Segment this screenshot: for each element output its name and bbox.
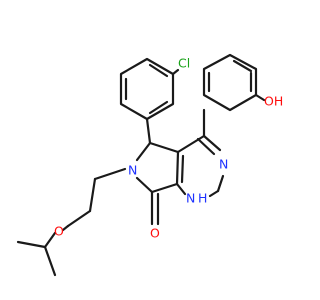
- chlorophenyl-ring: [119, 57, 180, 121]
- bicyclic-core: [135, 108, 225, 226]
- molecule-canvas: Cl OH N N N H O O: [16, 53, 284, 277]
- nh-nitrogen-label: N: [186, 191, 195, 206]
- pyrrole-nitrogen-label: N: [128, 163, 137, 178]
- hydroxyl-label: OH: [264, 94, 283, 109]
- pyrazole-nitrogen-label: N: [219, 157, 228, 172]
- carbonyl-oxygen-label: O: [150, 226, 160, 241]
- chlorine-label: Cl: [178, 56, 190, 71]
- ether-oxygen-label: O: [54, 224, 64, 239]
- nh-hydrogen-label: H: [198, 191, 207, 206]
- structure-diagram: Cl OH N N N H O O: [16, 53, 283, 277]
- isopropoxypropyl-chain: [16, 167, 127, 277]
- hydroxyphenyl-ring: [202, 53, 266, 112]
